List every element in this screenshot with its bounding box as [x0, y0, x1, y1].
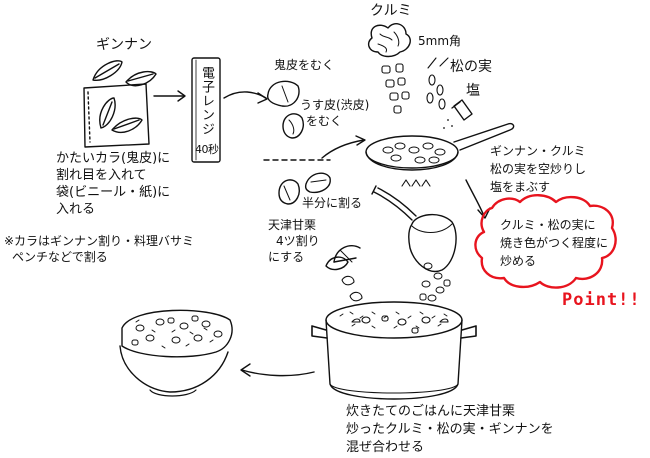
- chestnut-line-2: 4ツ割り: [276, 234, 320, 248]
- walnut-icon: [367, 23, 411, 58]
- ginnan-note-line-3: 袋(ビニール・紙)に: [56, 185, 171, 200]
- mix-line-3: 混ぜ合わせる: [346, 440, 425, 455]
- fry-line-2: 松の実を空炒りし: [490, 162, 587, 176]
- frying-pan-icon: [365, 122, 515, 187]
- ginkgo-nuts-icon: [92, 60, 157, 87]
- rice-pot-icon: [311, 301, 477, 400]
- point-bubble: [474, 194, 617, 289]
- serving-bowl-icon: [119, 309, 233, 397]
- ginnan-title: ギンナン: [96, 37, 152, 53]
- arrow-to-peeled: [223, 91, 268, 104]
- walnut-pieces-icon: [381, 63, 410, 114]
- inner-peel-line-1: うす皮(渋皮): [300, 98, 370, 112]
- point-line-1: クルミ・松の実に: [500, 218, 596, 232]
- point-line-2: 焼き色がつく程度に: [500, 236, 609, 250]
- mix-line-1: 炊きたてのごはんに天津甘栗: [346, 404, 516, 419]
- pine-nuts-label: 松の実: [450, 59, 492, 75]
- microwave-box: [191, 57, 221, 163]
- fry-line-3: 塩をまぶす: [490, 180, 551, 194]
- cut-half-label: 半分に割る: [302, 196, 363, 210]
- fry-line-1: ギンナン・クルミ: [490, 144, 586, 158]
- microwave-label: 電子レンジ: [199, 66, 214, 136]
- salt-particles: [443, 119, 453, 129]
- tip-line-2: ペンチなどで割る: [12, 250, 108, 264]
- halved-nuts-icon: [278, 172, 331, 205]
- mix-line-2: 炒ったクルミ・松の実・ギンナンを: [346, 422, 554, 437]
- arrow-to-microwave: [153, 90, 186, 102]
- ladle-icon: [371, 185, 457, 273]
- thin-skin-nut-icon: [282, 113, 304, 139]
- walnut-size-label: 5mm角: [418, 34, 462, 48]
- chestnut-line-1: 天津甘栗: [268, 218, 317, 232]
- pine-nuts-falling-icon: [426, 57, 449, 110]
- arrow-to-point: [465, 179, 491, 219]
- bag-with-nuts-icon: [83, 83, 150, 148]
- inner-peel-line-2: をむく: [306, 114, 343, 128]
- microwave-time: 40秒: [195, 143, 219, 156]
- walnut-label: クルミ: [370, 3, 412, 19]
- arrow-to-bowl: [240, 363, 315, 377]
- chestnut-pieces-falling: [341, 275, 363, 302]
- salt-shaker-icon: [451, 99, 473, 121]
- chestnut-line-3: にする: [268, 250, 305, 264]
- point-mark: Point!!: [562, 290, 641, 310]
- outer-peel-label: 鬼皮をむく: [274, 58, 335, 72]
- point-line-3: 炒める: [500, 254, 537, 268]
- peeled-nut-icon: [266, 80, 300, 107]
- ginnan-note-line-4: 入れる: [56, 202, 96, 217]
- tip-line-1: ※カラはギンナン割り・料理バサミ: [4, 234, 195, 248]
- ginnan-note-line-2: 割れ目を入れて: [56, 168, 147, 183]
- quartered-chestnut-icon: [325, 244, 361, 271]
- salt-label: 塩: [466, 83, 480, 99]
- arrow-to-pan: [321, 135, 366, 159]
- falling-mixture: [419, 262, 451, 302]
- ginnan-note-line-1: かたいカラ(鬼皮)に: [56, 151, 171, 166]
